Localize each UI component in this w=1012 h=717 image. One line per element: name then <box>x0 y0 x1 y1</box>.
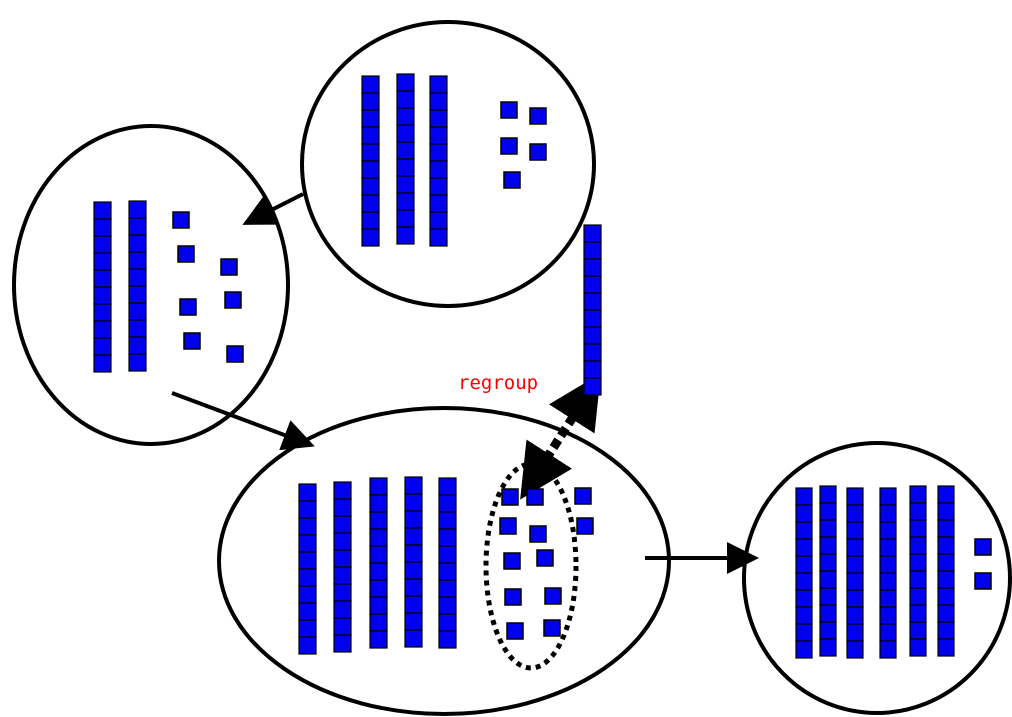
ten-rod <box>937 485 955 657</box>
double-arrow-icon <box>520 373 601 500</box>
combined-oval <box>217 406 671 716</box>
ten-rod <box>93 201 112 373</box>
one-cube <box>543 619 561 637</box>
one-cube <box>183 332 201 350</box>
one-cube <box>220 258 238 276</box>
one-cube <box>503 171 521 189</box>
arrow-icon <box>242 192 304 225</box>
ten-rod <box>429 75 448 247</box>
one-cube <box>544 587 562 605</box>
ten-rod <box>396 73 415 245</box>
one-cube <box>499 517 517 535</box>
ten-rod <box>438 477 457 649</box>
one-cube <box>503 552 521 570</box>
base-ten-blocks <box>93 73 992 659</box>
one-cube <box>506 622 524 640</box>
one-cube <box>172 211 190 229</box>
one-cube <box>500 137 518 155</box>
regroup-dotted-oval <box>483 461 579 671</box>
one-cube <box>536 549 554 567</box>
regrouped-ten-rod <box>583 224 602 396</box>
ten-rod <box>795 487 813 659</box>
one-cube <box>529 143 547 161</box>
ten-rod <box>909 485 927 657</box>
ten-rod <box>404 476 423 648</box>
ten-rod <box>361 75 380 247</box>
ten-rod <box>819 485 837 657</box>
ten-rod <box>333 481 352 653</box>
left-circle <box>12 124 290 446</box>
ten-rod <box>128 200 147 372</box>
one-cube <box>526 488 544 506</box>
regroup-label: regroup <box>458 372 538 394</box>
one-cube <box>177 245 195 263</box>
ten-rod <box>298 483 317 655</box>
ten-rod <box>369 477 388 649</box>
one-cube <box>500 101 518 119</box>
one-cube <box>576 517 594 535</box>
one-cube <box>574 487 592 505</box>
one-cube <box>501 488 519 506</box>
one-cube <box>224 291 242 309</box>
arrow-icon <box>171 391 315 451</box>
one-cube <box>974 538 992 556</box>
one-cube <box>504 588 522 606</box>
one-cube <box>529 525 547 543</box>
result-circle <box>742 441 1012 715</box>
one-cube <box>226 345 244 363</box>
ten-rod <box>846 487 864 659</box>
ten-rod <box>879 487 897 659</box>
one-cube <box>179 298 197 316</box>
one-cube <box>974 572 992 590</box>
top-circle <box>300 20 596 308</box>
one-cube <box>529 107 547 125</box>
